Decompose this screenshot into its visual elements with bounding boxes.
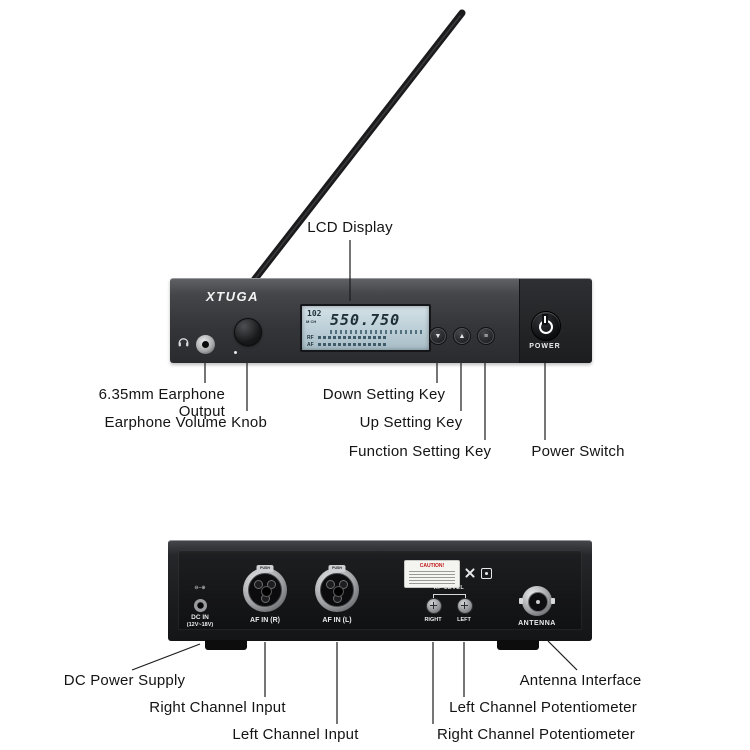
lcd-display: 102 M CH 550.750 RF AF	[300, 304, 431, 352]
callout-line-dc-power	[131, 643, 201, 671]
power-icon-bar	[543, 316, 546, 323]
af-in-right-label: AF IN (R)	[250, 617, 280, 624]
lcd-channel-sub: M CH	[306, 319, 317, 324]
callout-earphone-output: 6.35mm Earphone Output	[98, 386, 225, 420]
caution-label: CAUTION!	[419, 563, 445, 569]
dc-range-label: (12V~18V)	[186, 622, 214, 628]
left-pot-label: LEFT	[457, 617, 471, 623]
callout-lcd-display: LCD Display	[307, 219, 393, 236]
callout-dc-power: DC Power Supply	[63, 672, 186, 689]
trimpot-right-channel	[426, 598, 442, 614]
earphone-jack-hole	[202, 341, 209, 348]
lcd-frequency: 550.750	[330, 311, 401, 329]
callout-volume-knob: Earphone Volume Knob	[104, 414, 267, 431]
trs-hole	[261, 586, 272, 597]
af-level-bracket	[433, 594, 466, 599]
lcd-segment-ticks	[330, 330, 422, 334]
dc-in-label: DC IN	[191, 614, 209, 621]
power-button-label: POWER	[529, 343, 561, 350]
callout-left-input: Left Channel Input	[232, 726, 359, 743]
device-foot	[205, 640, 247, 650]
trimpot-left-channel	[457, 598, 473, 614]
dc-power-jack	[194, 599, 207, 612]
lcd-af-label: AF	[307, 342, 314, 348]
power-icon	[539, 320, 553, 334]
caution-text-lines	[409, 571, 455, 585]
antenna-connector	[519, 586, 555, 616]
antenna-connector-label: ANTENNA	[518, 620, 556, 627]
callout-power-switch: Power Switch	[531, 443, 625, 460]
brand-logo: XTUGA	[206, 289, 259, 304]
down-arrow-icon: ▼	[434, 332, 442, 340]
volume-knob-indicator-dot	[234, 351, 237, 354]
bnc-lug	[519, 598, 523, 604]
up-arrow-icon: ▲	[458, 332, 466, 340]
front-panel: XTUGA 102 M CH 550.750 RF AF ▼	[170, 278, 592, 363]
lcd-rf-label: RF	[307, 335, 314, 341]
headphone-icon	[177, 335, 190, 353]
polarity-icon: ⊖–⊕	[194, 585, 206, 591]
menu-icon: ≡	[483, 332, 489, 340]
af-level-label: AF LEVEL	[433, 585, 465, 591]
xlr-input-left: PUSH	[315, 565, 359, 612]
up-setting-key: ▲	[453, 327, 471, 345]
callout-function-key: Function Setting Key	[348, 443, 492, 460]
callout-up-key: Up Setting Key	[359, 414, 463, 431]
xlr-input-right: PUSH	[243, 565, 287, 612]
xlr-push-tab: PUSH	[256, 565, 274, 572]
device-foot	[497, 640, 539, 650]
xlr-pin	[326, 580, 335, 589]
af-in-left-label: AF IN (L)	[322, 617, 352, 624]
trs-hole	[333, 586, 344, 597]
bnc-inner	[528, 592, 548, 612]
xlr-inner-left	[320, 573, 354, 607]
caution-sticker: CAUTION!	[404, 560, 460, 588]
lcd-rf-meter	[318, 336, 386, 339]
callout-antenna-interface: Antenna Interface	[519, 672, 642, 689]
function-setting-key: ≡	[477, 327, 495, 345]
down-setting-key: ▼	[429, 327, 447, 345]
bnc-center-pin	[536, 600, 540, 604]
lcd-af-meter	[318, 343, 386, 346]
callout-line-antenna-interface	[547, 640, 578, 671]
power-button	[531, 311, 561, 341]
bnc-lug	[551, 598, 555, 604]
certification-icon	[481, 568, 492, 579]
right-pot-label: RIGHT	[424, 617, 442, 623]
callout-left-pot: Left Channel Potentiometer	[449, 699, 637, 716]
xlr-pin	[254, 580, 263, 589]
callout-down-key: Down Setting Key	[322, 386, 446, 403]
callout-right-pot: Right Channel Potentiometer	[436, 726, 635, 743]
earphone-jack	[196, 335, 215, 354]
lcd-channel: 102	[307, 309, 322, 318]
rear-panel: ⊖–⊕ DC IN (12V~18V) PUSH AF IN (R) PUSH …	[168, 540, 592, 641]
xlr-push-tab: PUSH	[328, 565, 346, 572]
antenna-highlight	[254, 15, 461, 280]
callout-right-input: Right Channel Input	[149, 699, 286, 716]
xlr-inner-right	[248, 573, 282, 607]
volume-knob	[234, 318, 262, 346]
